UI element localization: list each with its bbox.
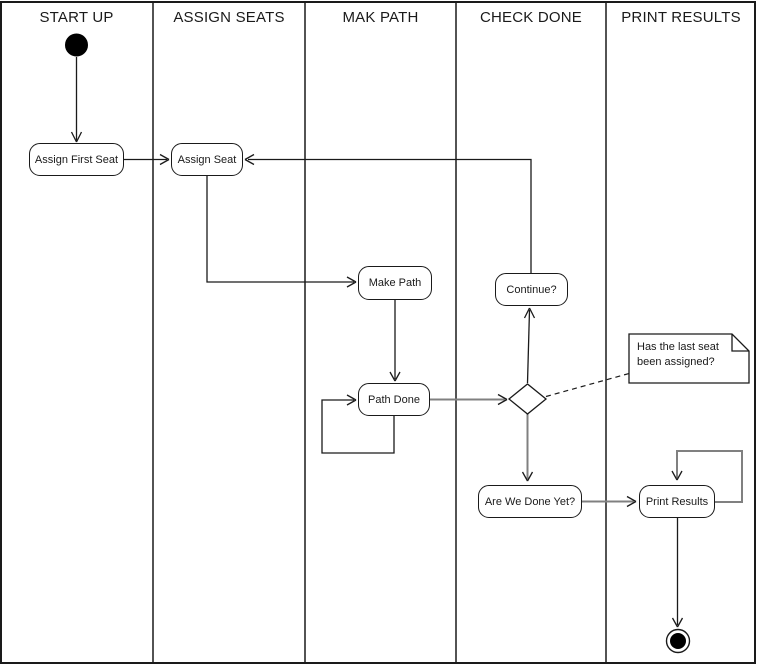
note-text-line1: Has the last seat (637, 341, 719, 353)
lane-title-check-done: CHECK DONE (479, 8, 582, 26)
lane-title-mak-path: MAK PATH (342, 8, 419, 26)
connector-make-path-to-path-done (389, 300, 401, 382)
activity-continue[interactable]: Continue? (495, 273, 568, 306)
lane-title-assign-seats: ASSIGN SEATS (173, 8, 285, 26)
decision-diamond[interactable] (507, 383, 548, 415)
initial-state-icon[interactable] (65, 33, 88, 57)
note-anchor-dashed-line (545, 372, 630, 398)
connector-path-done-to-decision (430, 393, 508, 406)
connector-print-results-to-final (671, 518, 684, 628)
lane-title-start-up: START UP (39, 8, 114, 26)
connector-continue-to-assign-seat (244, 153, 532, 273)
connector-print-results-self-loop (671, 450, 743, 503)
connector-are-we-done-to-print-results (582, 495, 637, 508)
note-shape[interactable] (628, 333, 750, 384)
note-text-line2: been assigned? (637, 356, 715, 368)
connector-path-done-self-loop (321, 394, 395, 454)
activity-path-done[interactable]: Path Done (358, 383, 430, 416)
activity-make-path[interactable]: Make Path (358, 266, 432, 300)
connector-initial-to-assign-first-seat (70, 57, 83, 143)
activity-assign-first-seat[interactable]: Assign First Seat (29, 143, 124, 176)
activity-print-results[interactable]: Print Results (639, 485, 715, 518)
activity-are-we-done-yet[interactable]: Are We Done Yet? (478, 485, 582, 518)
lane-title-print-results: PRINT RESULTS (621, 8, 741, 26)
connector-decision-to-continue (523, 307, 536, 384)
connector-assign-seat-to-make-path (206, 176, 357, 288)
connector-decision-to-are-we-done (521, 414, 534, 482)
final-state-icon[interactable] (665, 628, 691, 654)
activity-assign-seat[interactable]: Assign Seat (171, 143, 243, 176)
note-text: Has the last seat been assigned? (637, 340, 745, 370)
connector-assign-first-seat-to-assign-seat (124, 153, 170, 166)
